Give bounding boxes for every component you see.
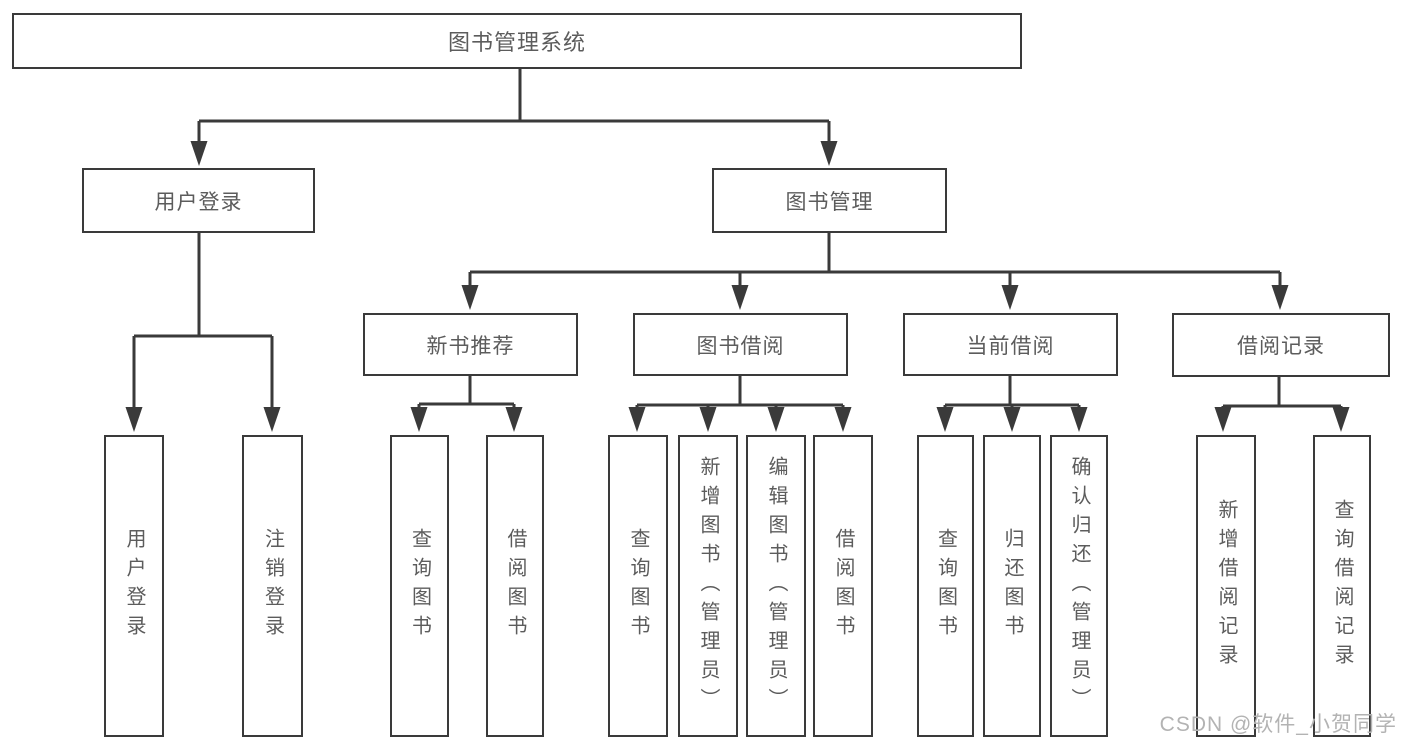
leaf-add-borrow-record: 新增借阅记录 — [1196, 435, 1256, 737]
node-label: 当前借阅 — [966, 334, 1055, 358]
node-label: 注销登录 — [261, 528, 284, 644]
node-label: 编辑图书（管理员） — [765, 455, 787, 717]
node-current-borrowing: 当前借阅 — [903, 313, 1118, 376]
node-label: 新增借阅记录 — [1215, 499, 1237, 673]
leaf-confirm-return-admin: 确认归还（管理员） — [1050, 435, 1108, 737]
leaf-query-books-1: 查询图书 — [390, 435, 449, 737]
node-label: 用户登录 — [123, 528, 145, 644]
leaf-query-books-3: 查询图书 — [917, 435, 974, 737]
leaf-add-books-admin: 新增图书（管理员） — [678, 435, 738, 737]
node-label: 确认归还（管理员） — [1068, 455, 1090, 717]
node-book-borrowing: 图书借阅 — [633, 313, 848, 376]
node-new-book-recommendation: 新书推荐 — [363, 313, 578, 376]
node-label: 借阅图书 — [832, 528, 854, 644]
leaf-return-books: 归还图书 — [983, 435, 1041, 737]
leaf-borrow-books-1: 借阅图书 — [486, 435, 544, 737]
node-label: 归还图书 — [1001, 528, 1023, 644]
node-label: 查询图书 — [408, 528, 431, 644]
leaf-logout: 注销登录 — [242, 435, 303, 737]
leaf-user-login: 用户登录 — [104, 435, 164, 737]
node-label: 图书管理 — [785, 190, 874, 214]
node-label: 新增图书（管理员） — [697, 455, 719, 717]
node-label: 查询图书 — [934, 528, 957, 644]
node-label: 借阅图书 — [504, 528, 526, 644]
node-label: 图书借阅 — [696, 334, 785, 358]
node-borrowing-records: 借阅记录 — [1172, 313, 1390, 377]
leaf-query-books-2: 查询图书 — [608, 435, 668, 737]
leaf-borrow-books-2: 借阅图书 — [813, 435, 873, 737]
node-label: 查询借阅记录 — [1331, 499, 1353, 673]
leaf-query-borrow-record: 查询借阅记录 — [1313, 435, 1371, 737]
node-label: 新书推荐 — [426, 334, 515, 358]
node-label: 图书管理系统 — [447, 30, 586, 55]
leaf-edit-books-admin: 编辑图书（管理员） — [746, 435, 806, 737]
node-user-login-group: 用户登录 — [82, 168, 315, 233]
node-book-management: 图书管理 — [712, 168, 947, 233]
node-library-management-system: 图书管理系统 — [12, 13, 1022, 69]
node-label: 借阅记录 — [1237, 335, 1325, 358]
node-label: 用户登录 — [154, 190, 243, 214]
node-label: 查询图书 — [627, 528, 649, 644]
